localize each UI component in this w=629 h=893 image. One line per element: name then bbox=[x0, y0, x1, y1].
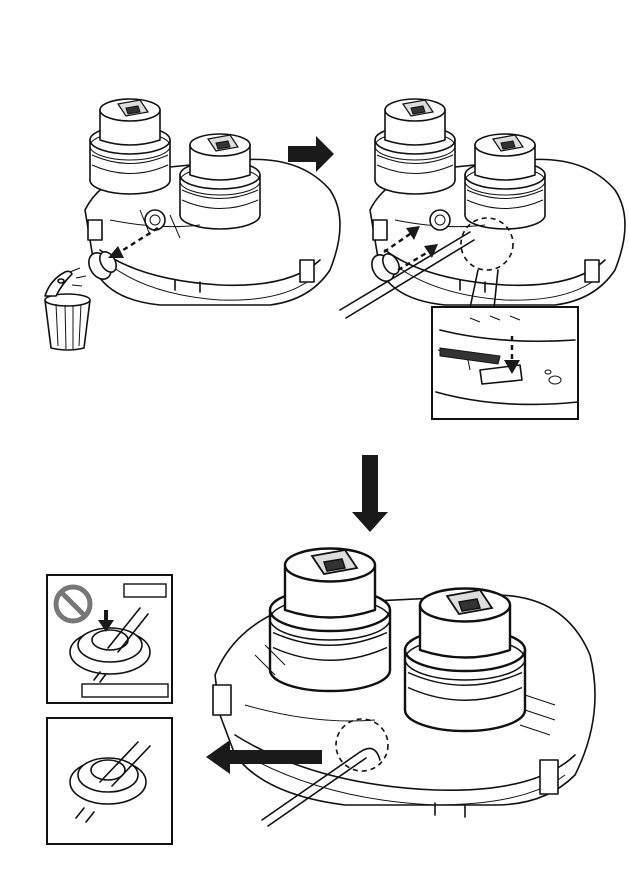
trash-can-icon bbox=[45, 271, 90, 350]
arrow-down-icon bbox=[352, 455, 388, 532]
step-2-detail-box bbox=[432, 307, 578, 419]
step-3-camera-assembly bbox=[213, 549, 595, 818]
check-correct-box bbox=[47, 718, 172, 844]
step-1-camera-assembly bbox=[85, 99, 340, 305]
check-incorrect-box bbox=[47, 575, 172, 703]
